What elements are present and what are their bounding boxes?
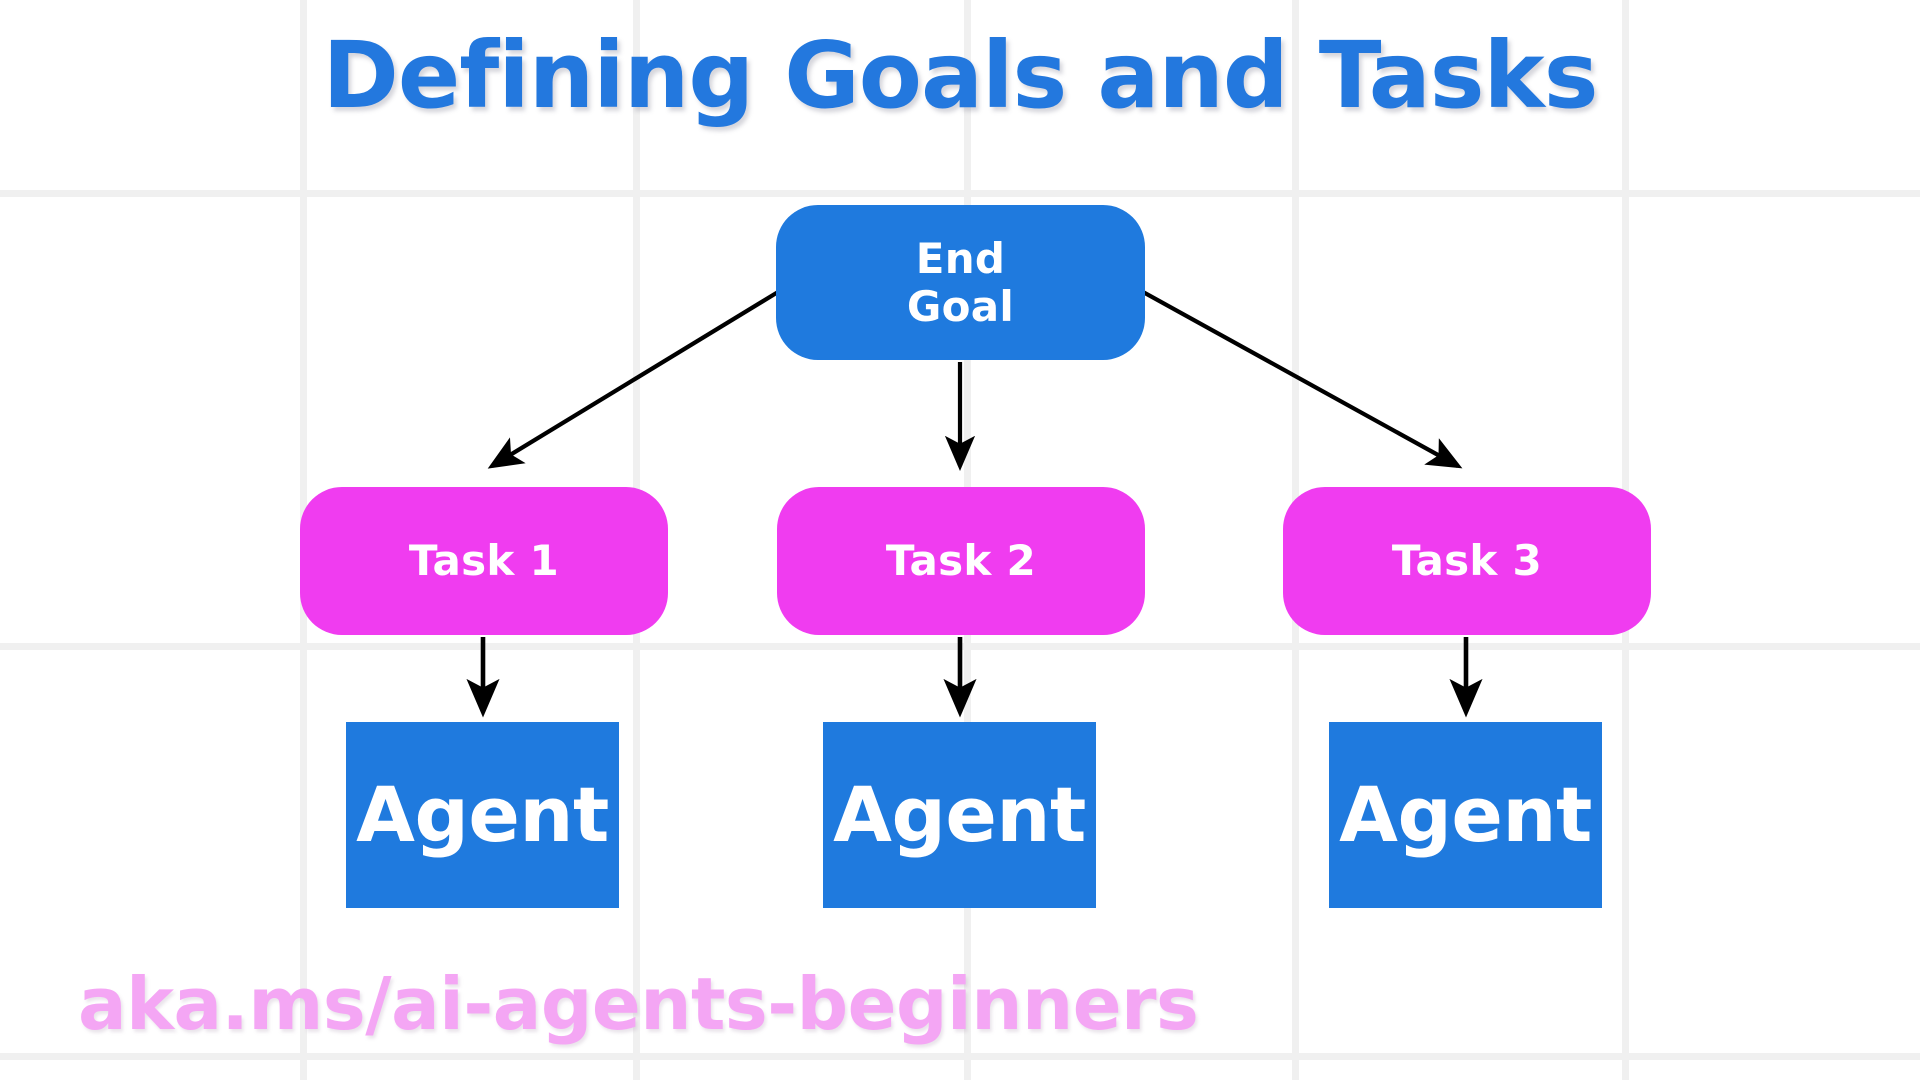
node-end-goal-label-line2: Goal — [906, 281, 1015, 331]
node-task-2-label: Task 2 — [885, 536, 1037, 586]
grid-line-horizontal — [0, 1053, 1920, 1060]
grid-line-horizontal — [0, 643, 1920, 650]
node-agent-3[interactable]: Agent — [1329, 722, 1602, 908]
node-agent-3-label: Agent — [1339, 770, 1592, 860]
node-task-3[interactable]: Task 3 — [1283, 487, 1651, 635]
node-agent-2[interactable]: Agent — [823, 722, 1096, 908]
node-agent-1-label: Agent — [356, 770, 609, 860]
footer-url[interactable]: aka.ms/ai-agents-beginners — [78, 962, 1199, 1046]
node-task-3-label: Task 3 — [1391, 536, 1543, 586]
node-agent-1[interactable]: Agent — [346, 722, 619, 908]
node-task-1-label: Task 1 — [408, 536, 560, 586]
connector-goal-to-task-1 — [487, 290, 780, 469]
node-task-1[interactable]: Task 1 — [300, 487, 668, 635]
node-end-goal-label-line1: End — [915, 234, 1006, 284]
node-end-goal-label: End Goal — [907, 235, 1014, 329]
node-end-goal[interactable]: End Goal — [776, 205, 1145, 360]
connector-goal-to-task-3 — [1141, 290, 1463, 469]
node-task-2[interactable]: Task 2 — [777, 487, 1145, 635]
grid-line-horizontal — [0, 190, 1920, 197]
page-title: Defining Goals and Tasks — [322, 22, 1598, 129]
node-agent-2-label: Agent — [833, 770, 1086, 860]
